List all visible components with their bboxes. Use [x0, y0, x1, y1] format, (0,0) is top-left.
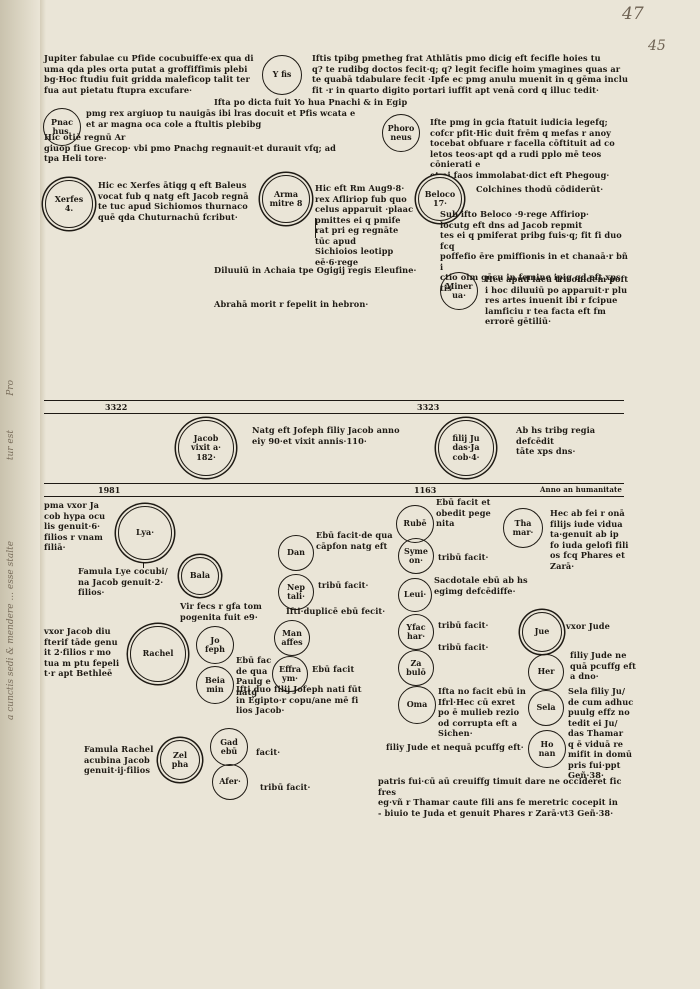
page-edge: [40, 0, 46, 989]
text-armamitre: Hic eft Rm Aug9·8· rex Afliriop fub quo …: [315, 183, 414, 267]
text-famula-rachel: Famula Rachel acubina Jacob genuit·ij·fi…: [84, 744, 154, 775]
text-patris-sui: patris fui·cū aū creuiffg timuit dare ne…: [378, 776, 622, 818]
binding-gutter: [0, 0, 40, 989]
text-xerxes: Hic ec Xerfes ātiqg q eft Baleus vocat f…: [98, 180, 249, 222]
connector-line: [315, 218, 316, 238]
circle-belocus: Beloco 17·: [418, 177, 462, 221]
text-ista-po-dicta: Ifta po dicta fuit Yo hua Pnachi & in Eg…: [214, 97, 408, 107]
text-sub-isto-beloco: Sub ifto Beloco ·9·rege Affiriop· locutg…: [440, 209, 628, 293]
text-isti-duplicem: Ifti·duplicē ebū fecit·: [286, 606, 386, 616]
text-diluvium: Diluuiū in Achaia tpe Ogigij regis Eleuf…: [214, 265, 417, 275]
text-abraham: Abrahā morit r fepelit in hebron·: [214, 299, 369, 309]
circle-leui: Leui·: [398, 578, 432, 612]
connector-lya: [143, 562, 144, 568]
timeline-rule-top: [44, 400, 624, 401]
circle-lya: Lya·: [118, 506, 172, 560]
circle-armamitre: Arma mitre 8: [262, 175, 310, 223]
circle-manasses: Man affes: [274, 620, 310, 656]
text-neptali: tribū facit·: [318, 580, 369, 590]
circle-her: Her: [528, 654, 564, 690]
timeline-rule-lower: [44, 483, 624, 484]
text-regnum-argivorum: Hic otiē regnū Ar giuop fiue Grecop· vbi…: [44, 132, 336, 163]
circle-neptali: Nep tali·: [278, 574, 314, 610]
circle-xerxes: Xerfes 4.: [45, 180, 93, 228]
text-vxor-jacob: vxor Jacob diu fterif tāde genu it 2·fil…: [44, 626, 120, 678]
timeline-rule-bottom: [44, 496, 624, 497]
text-minerva: Hec apud lacū triconidem poft i hoc dilu…: [485, 274, 629, 326]
circle-sela: Sela: [528, 690, 564, 726]
margin-note-3: a cunctis sedi & mendere ... esse stalte: [6, 540, 16, 720]
folio-number-ink: 47: [622, 4, 644, 24]
text-colchines: Colchines thodū cōdiderūt·: [476, 184, 604, 194]
circle-filii-judas: filij Ju das·Ja cob·4·: [438, 420, 494, 476]
text-joseph-born: Natg eft Jofeph filiy Jacob anno eiy 90·…: [252, 425, 400, 446]
circle-ysis: Y fis: [262, 55, 302, 95]
text-anno: Anno an humanitate: [540, 485, 622, 494]
circle-pnachus: Pnac hus.: [43, 108, 81, 146]
circle-zabulon: Za bulō: [398, 650, 434, 686]
year-number-left: 3322: [105, 402, 128, 412]
text-sela: Sela filiy Ju/ de cum adhuc puulg effz n…: [568, 686, 634, 780]
text-phoroneus: Ifte pmg in gcia ftatuit iudicia legefq;…: [430, 117, 615, 180]
text-gad: facit·: [256, 747, 281, 757]
text-prima-uxor: pma vxor Ja cob hypa ocu lis genuit·6· f…: [44, 500, 106, 552]
text-her: filiy Jude ne quā pcuffg eft a dno·: [570, 650, 637, 681]
margin-note-1: Pro: [6, 380, 16, 396]
circle-symeon: Syme on·: [398, 538, 434, 574]
circle-onan: Ho nan: [528, 730, 566, 768]
circle-bala: Bala: [181, 557, 219, 595]
margin-note-2: tur est: [6, 430, 16, 461]
circle-zelpha: Zel pha: [160, 740, 200, 780]
circle-joseph: Jo feph: [196, 626, 234, 664]
year-number-right: 3323: [417, 402, 440, 412]
text-pnachus: pmg rex argiuop tu nauigās ibi lras docu…: [86, 108, 356, 129]
text-vir-fecs: Vir fecs r gfa tom pogenita fuit e9·: [180, 601, 262, 622]
circle-gad: Gad ebū: [210, 728, 248, 766]
text-zabulon-tribu: tribū facit·: [438, 642, 489, 652]
text-ysachar: tribū facit·: [438, 620, 489, 630]
text-beniamin: Ebū fac de qua Paulg e natg: [236, 655, 272, 697]
text-ruben: Ebū facit et obedit pege nita: [436, 497, 491, 528]
text-famula-lye: Famula Lye cocubi/ na Jacob genuit·2· fi…: [78, 566, 168, 597]
folio-number-pencil: 45: [648, 38, 666, 54]
circle-effraym: Effra ym·: [272, 656, 308, 692]
text-ab-his-tribus: Ab hs tribg regia defcēdit tāte xps dns·: [516, 425, 596, 456]
circle-thamar: Tha mar·: [503, 508, 543, 548]
circle-oma: Oma: [398, 686, 436, 724]
circle-minerva: Miner ua·: [440, 272, 478, 310]
text-aser: tribū facit·: [260, 782, 311, 792]
text-isti-duo-filii: Ifti duo filij Jofeph nati fūt in Egipto…: [236, 684, 362, 715]
text-oma: Ifta no facit ebū in Ifrl·Hec cū exret p…: [438, 686, 526, 738]
text-symeon: tribū facit·: [438, 552, 489, 562]
text-jupiter: Jupiter fabulae cu Pfide cocubuiffe·ex q…: [44, 53, 254, 95]
circle-aser: Afer·: [212, 764, 248, 800]
text-dan: Ebū facit·de qua cāpfon natg eft: [316, 530, 393, 551]
text-effraym: Ebū facit: [312, 664, 355, 674]
circle-jacob: Jacob vixit a· 182·: [178, 420, 234, 476]
text-leui: Sacdotale ebū ab hs egimg defcēdiffe·: [434, 575, 528, 596]
text-prometheus: Iftis tpibg pmetheg frat Athlātis pmo di…: [312, 53, 629, 95]
circle-dan: Dan: [278, 535, 314, 571]
text-vxor-iude: vxor Jude: [566, 621, 610, 631]
text-thamar: Hec ab fei r onā filijs iude vidua ta·ge…: [550, 508, 629, 571]
circle-rachel: Rachel: [130, 626, 186, 682]
circle-ysachar: Yfac har·: [398, 614, 434, 650]
circle-beniamin: Beia min: [196, 666, 234, 704]
circle-iude: Jue: [522, 612, 562, 652]
text-onan: filiy Jude et nequā pcuffg eft·: [386, 742, 524, 752]
year-number-right-2: 1163: [414, 485, 437, 495]
year-number-left-2: 1981: [98, 485, 121, 495]
circle-phoroneus: Phoro neus: [382, 114, 420, 152]
timeline-rule-middle: [44, 413, 624, 414]
